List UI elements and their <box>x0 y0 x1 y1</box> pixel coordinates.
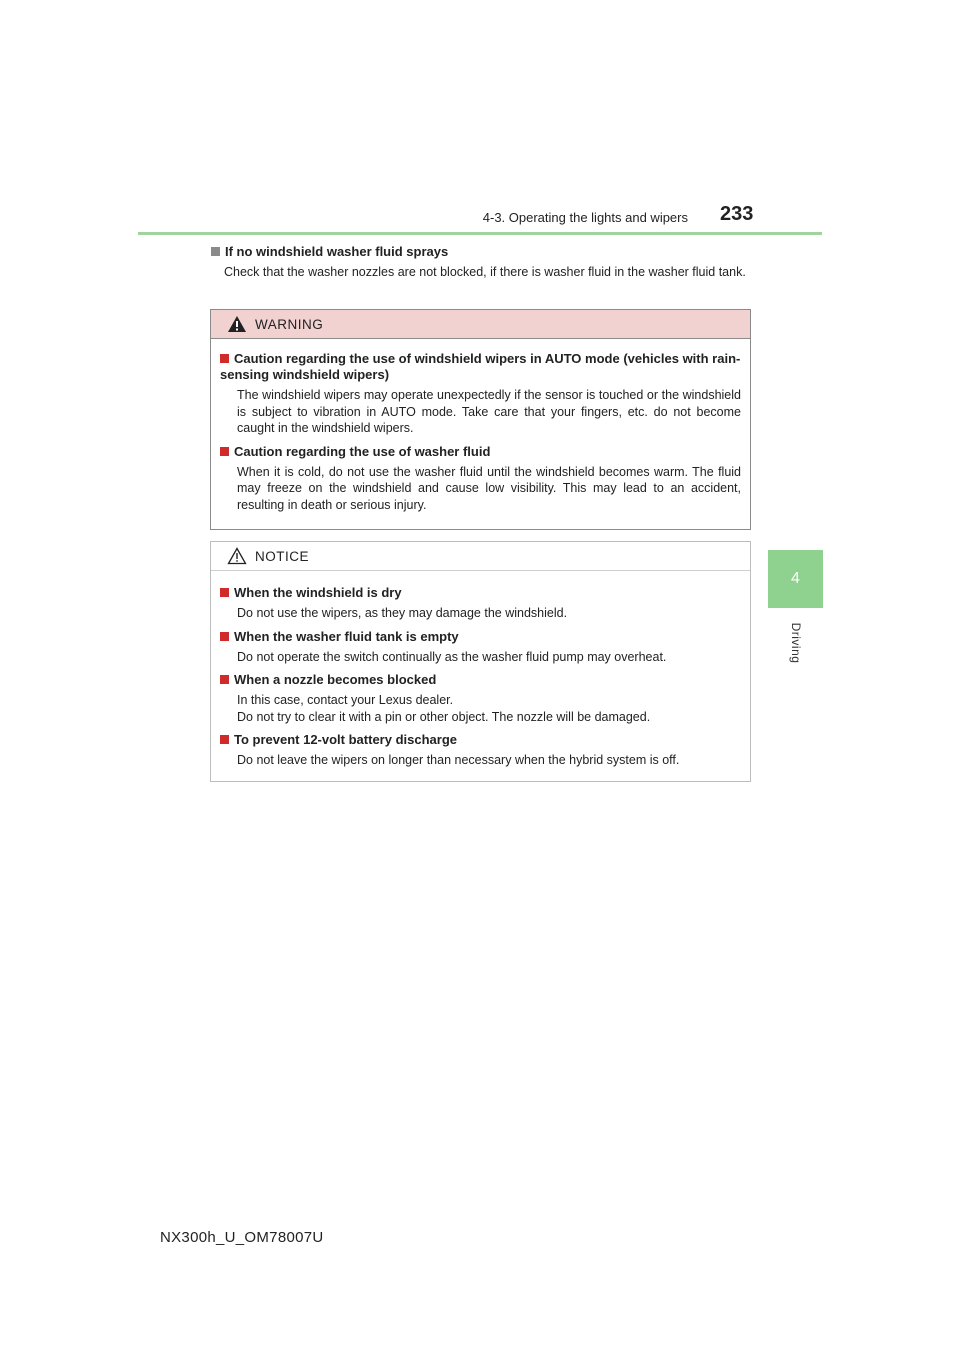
notice-item: When a nozzle becomes blocked In this ca… <box>220 672 741 725</box>
page-number: 233 <box>720 203 754 225</box>
warning-body: Caution regarding the use of windshield … <box>211 339 750 513</box>
notice-header: NOTICE <box>211 542 750 571</box>
warning-triangle-icon <box>228 316 246 332</box>
warning-header: WARNING <box>211 310 750 339</box>
caution-triangle-icon <box>227 547 247 565</box>
square-bullet-icon <box>220 588 229 597</box>
notice-box: NOTICE When the windshield is dry Do not… <box>210 541 751 782</box>
square-bullet-icon <box>220 631 229 641</box>
warning-item: Caution regarding the use of washer flui… <box>220 444 741 514</box>
notice-item-body: Do not try to clear it with a pin or oth… <box>237 709 651 724</box>
notice-item-body: Do not use the wipers, as they may damag… <box>237 606 568 620</box>
warning-item-body: When it is cold, do not use the washer f… <box>237 464 741 512</box>
notice-title: NOTICE <box>255 548 310 564</box>
warning-title: WARNING <box>255 316 324 332</box>
footer-doc-code: NX300h_U_OM78007U <box>160 1229 324 1246</box>
notice-item-heading: To prevent 12-volt battery discharge <box>220 732 741 748</box>
notice-item-body: Do not leave the wipers on longer than n… <box>237 753 680 767</box>
intro-heading: If no windshield washer fluid sprays <box>211 244 751 260</box>
notice-item-body: In this case, contact your Lexus dealer. <box>237 693 454 707</box>
square-bullet-icon <box>220 354 229 363</box>
notice-item-body: Do not operate the switch continually as… <box>237 649 667 664</box>
warning-item-heading: Caution regarding the use of windshield … <box>220 351 741 383</box>
notice-item-heading: When a nozzle becomes blocked <box>220 672 741 688</box>
warning-item-heading-text: Caution regarding the use of windshield … <box>220 351 741 382</box>
warning-item-heading: Caution regarding the use of washer flui… <box>220 444 741 460</box>
chapter-label: Driving <box>789 622 803 664</box>
notice-item-heading-text: When the windshield is dry <box>234 585 402 600</box>
notice-item-heading: When the washer fluid tank is empty <box>220 629 741 645</box>
intro-body: Check that the washer nozzles are not bl… <box>224 265 746 279</box>
square-bullet-icon <box>220 735 229 744</box>
square-bullet-icon <box>220 675 229 684</box>
square-bullet-icon <box>220 446 229 456</box>
warning-box: WARNING Caution regarding the use of win… <box>210 309 751 530</box>
intro-section: If no windshield washer fluid sprays Che… <box>211 244 751 281</box>
notice-item: When the washer fluid tank is empty Do n… <box>220 629 741 666</box>
chapter-tab[interactable]: 4 <box>768 550 823 608</box>
warning-item-body: The windshield wipers may operate unexpe… <box>237 388 741 435</box>
warning-item: Caution regarding the use of windshield … <box>220 351 741 437</box>
intro-heading-text: If no windshield washer fluid sprays <box>225 244 449 259</box>
notice-item-heading-text: When a nozzle becomes blocked <box>234 672 437 687</box>
header-section-title: 4-3. Operating the lights and wipers <box>482 210 688 225</box>
notice-item: To prevent 12-volt battery discharge Do … <box>220 732 741 769</box>
notice-body: When the windshield is dry Do not use th… <box>211 571 750 769</box>
square-bullet-icon <box>211 247 220 256</box>
notice-item: When the windshield is dry Do not use th… <box>220 585 741 622</box>
warning-item-heading-text: Caution regarding the use of washer flui… <box>234 443 491 459</box>
notice-item-heading-text: When the washer fluid tank is empty <box>234 628 459 644</box>
notice-item-heading-text: To prevent 12-volt battery discharge <box>234 732 457 747</box>
notice-item-heading: When the windshield is dry <box>220 585 741 601</box>
header-rule <box>138 232 822 235</box>
